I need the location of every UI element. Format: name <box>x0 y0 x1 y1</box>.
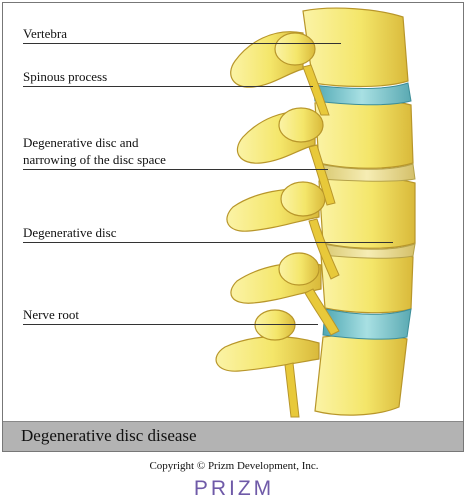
label-nerve-root: Nerve root <box>23 307 79 322</box>
healthy-disc-lower <box>322 308 412 340</box>
leader-line-nerve-root <box>23 324 318 325</box>
facet-joint-2 <box>278 107 324 143</box>
discs <box>312 82 416 340</box>
leader-line-spinous-process <box>23 86 313 87</box>
nerve-root-3 <box>308 218 340 280</box>
label-degenerative-disc: Degenerative disc <box>23 225 117 240</box>
diagram-frame: Vertebra Spinous process Degenerative di… <box>2 2 464 452</box>
leader-line-vertebra <box>23 43 341 44</box>
vertebral-bodies <box>302 7 416 416</box>
nerve-root-2 <box>308 144 336 206</box>
spine-illustration <box>215 7 416 418</box>
facet-joint-1 <box>274 32 316 66</box>
caption-title: Degenerative disc disease <box>21 426 197 445</box>
spinous-process-5 <box>215 336 320 372</box>
label-vertebra: Vertebra <box>23 26 68 41</box>
narrowed-disc <box>318 163 416 182</box>
caption-bar: Degenerative disc disease <box>3 421 463 451</box>
healthy-disc-upper <box>312 82 412 106</box>
facet-joint-4 <box>278 252 320 286</box>
posterior-elements <box>215 31 326 372</box>
vertebral-body-2 <box>314 98 414 169</box>
vertebral-body-3 <box>318 176 416 249</box>
label-spinous-process: Spinous process <box>23 69 108 84</box>
facet-joint-3 <box>280 181 326 217</box>
vertebral-body-1 <box>302 7 409 88</box>
label-degenerative-narrowing-line2: narrowing of the disc space <box>23 152 166 167</box>
leader-line-degenerative-narrowing <box>23 169 328 170</box>
vertebral-body-4 <box>320 250 414 314</box>
nerve-root-4 <box>304 288 340 336</box>
nerve-root-1 <box>302 64 330 116</box>
vertebral-body-5 <box>314 334 408 416</box>
degenerative-disc <box>320 243 416 259</box>
nerve-roots <box>284 64 340 418</box>
copyright-notice: Copyright © Prizm Development, Inc. <box>149 460 319 472</box>
leader-line-degenerative-disc <box>23 242 393 243</box>
label-degenerative-narrowing-line1: Degenerative disc and <box>23 135 139 150</box>
facet-joint-5 <box>254 309 296 341</box>
prizm-logo: PRIZM <box>193 477 275 500</box>
nerve-root-5 <box>284 362 300 418</box>
